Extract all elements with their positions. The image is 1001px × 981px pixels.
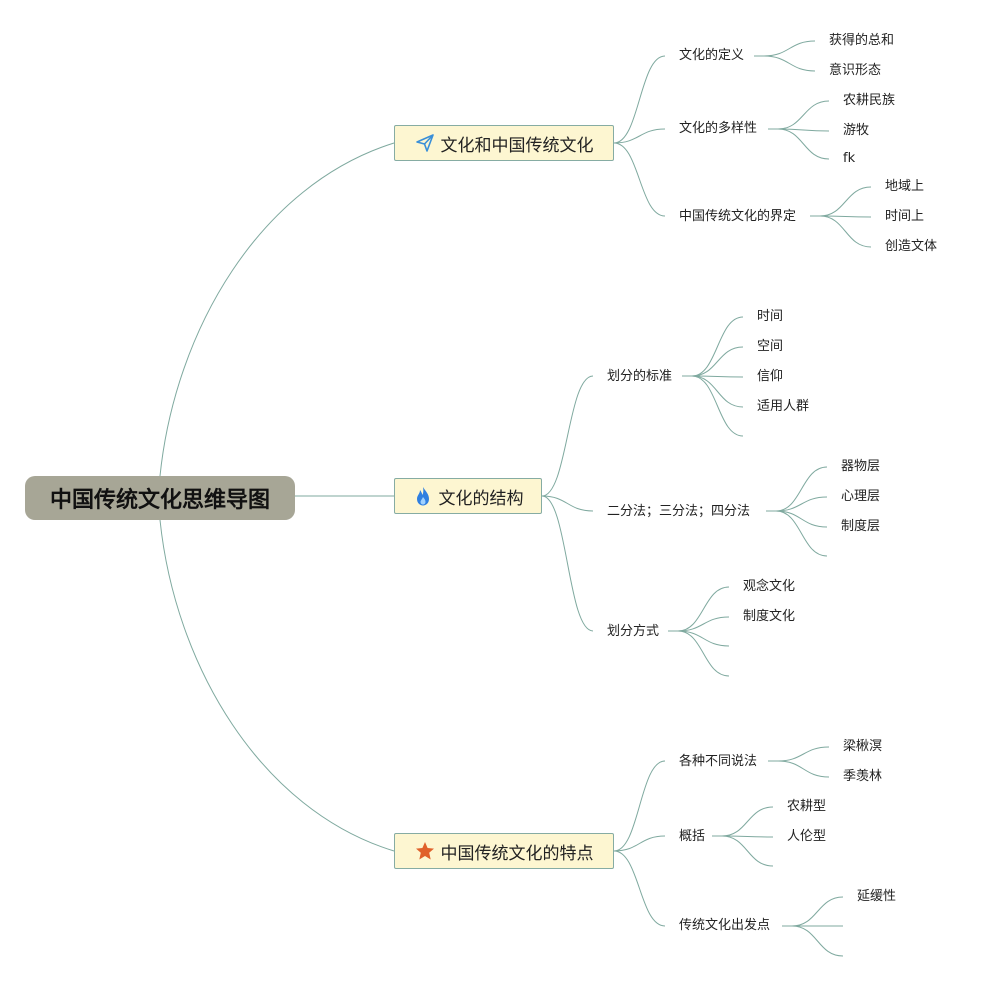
leaf-link (819, 215, 872, 248)
branch-link (613, 55, 666, 144)
subtopic-division-criteria[interactable]: 划分的标准 (607, 369, 673, 384)
leaf-node[interactable]: 季羡林 (843, 769, 883, 784)
leaf-node[interactable]: 意识形态 (829, 63, 882, 78)
subtopic-division-methods-count[interactable]: 二分法；三分法；四分法 (607, 504, 751, 519)
leaf-link (819, 215, 872, 218)
star-icon (415, 841, 435, 861)
branch-link (541, 495, 594, 632)
root-topic[interactable]: 中国传统文化思维导图 (25, 476, 295, 520)
branch-link (541, 495, 594, 512)
leaf-link (791, 925, 844, 957)
paper-plane-icon (415, 133, 435, 153)
branch-link (541, 375, 594, 497)
branch-label: 文化的结构 (438, 488, 524, 509)
leaf-node[interactable]: 器物层 (841, 459, 881, 474)
subtopic-definition[interactable]: 文化的定义 (679, 48, 745, 63)
leaf-link (677, 630, 730, 647)
leaf-link (763, 40, 816, 57)
subtopic-summary[interactable]: 概括 (679, 829, 706, 844)
leaf-link (775, 510, 828, 528)
subtopic-division-way[interactable]: 划分方式 (607, 624, 660, 639)
leaf-node[interactable]: 游牧 (843, 123, 870, 138)
leaf-node[interactable]: 观念文化 (743, 579, 796, 594)
leaf-link (819, 186, 872, 217)
leaf-link (775, 466, 828, 512)
leaf-node[interactable]: 农耕型 (787, 799, 827, 814)
subtopic-starting-point[interactable]: 传统文化出发点 (679, 918, 771, 933)
leaf-node[interactable]: 人伦型 (787, 829, 827, 844)
leaf-node[interactable]: 制度文化 (743, 609, 796, 624)
leaf-node[interactable]: 时间上 (885, 209, 925, 224)
leaf-link (763, 55, 816, 72)
leaf-link (775, 496, 828, 512)
leaf-node[interactable]: fk (843, 151, 856, 166)
root-link (159, 519, 395, 852)
branch-label: 中国传统文化的特点 (440, 843, 594, 864)
subtopic-diversity[interactable]: 文化的多样性 (679, 121, 758, 136)
branch-label: 文化和中国传统文化 (440, 135, 594, 156)
leaf-link (721, 835, 774, 867)
leaf-link (777, 746, 830, 762)
leaf-node[interactable]: 获得的总和 (829, 33, 895, 48)
subtopic-delimitation[interactable]: 中国传统文化的界定 (679, 209, 797, 224)
leaf-link (777, 128, 830, 160)
branch-culture-structure[interactable]: 文化的结构 (394, 478, 542, 514)
leaf-node[interactable]: 延缓性 (857, 889, 897, 904)
branch-tradition-features[interactable]: 中国传统文化的特点 (394, 833, 614, 869)
branch-culture-and-tradition[interactable]: 文化和中国传统文化 (394, 125, 614, 161)
subtopic-various-views[interactable]: 各种不同说法 (679, 754, 758, 769)
leaf-link (791, 896, 844, 927)
leaf-node[interactable]: 适用人群 (757, 399, 810, 414)
leaf-node[interactable]: 信仰 (757, 369, 784, 384)
leaf-link (691, 316, 744, 377)
leaf-link (721, 835, 774, 838)
leaf-link (777, 100, 830, 130)
branch-link (613, 142, 666, 217)
branch-link (613, 760, 666, 852)
root-topic-label: 中国传统文化思维导图 (49, 488, 270, 513)
leaf-link (677, 616, 730, 632)
leaf-link (677, 586, 730, 632)
leaf-node[interactable]: 农耕民族 (843, 93, 896, 108)
fire-icon (413, 486, 433, 506)
leaf-link (691, 346, 744, 377)
leaf-link (691, 375, 744, 437)
leaf-node[interactable]: 时间 (757, 309, 784, 324)
leaf-node[interactable]: 地域上 (885, 179, 925, 194)
branch-link (613, 850, 666, 927)
leaf-link (691, 375, 744, 408)
leaf-node[interactable]: 创造文体 (885, 239, 938, 254)
root-link (159, 142, 395, 477)
leaf-link (691, 375, 744, 378)
leaf-node[interactable]: 心理层 (841, 489, 881, 504)
branch-link (613, 835, 666, 852)
leaf-link (777, 760, 830, 778)
leaf-node[interactable]: 梁楸溟 (843, 739, 883, 754)
leaf-link (677, 630, 730, 677)
leaf-link (775, 510, 828, 557)
leaf-link (721, 806, 774, 837)
leaf-node[interactable]: 制度层 (841, 519, 881, 534)
branch-link (613, 128, 666, 144)
leaf-node[interactable]: 空间 (757, 339, 784, 354)
